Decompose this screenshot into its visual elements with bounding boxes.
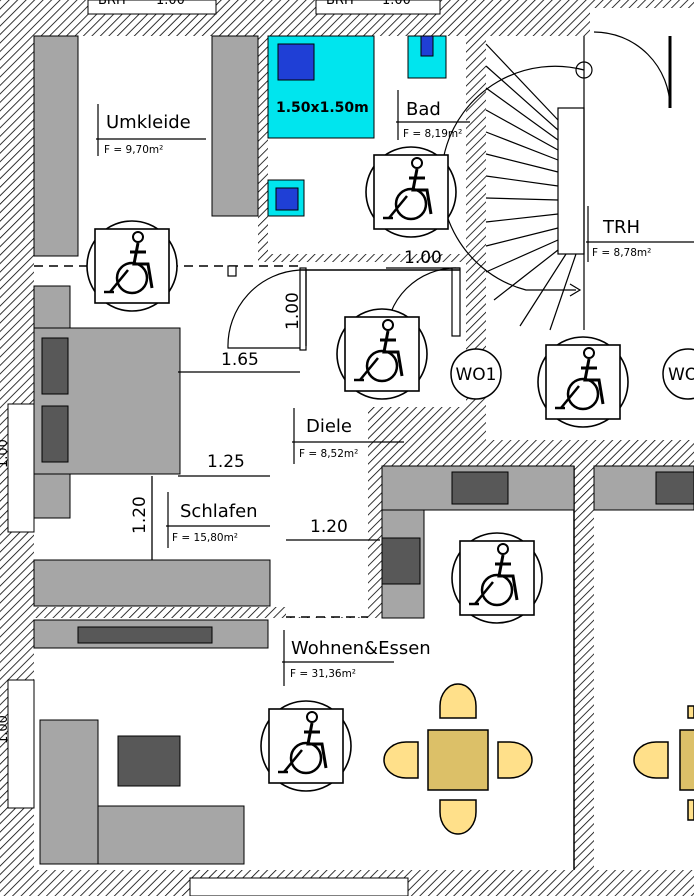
staircase [440, 31, 672, 331]
room-area: F = 8,78m² [592, 247, 651, 259]
room-name: Schlafen [180, 501, 258, 522]
room-area: F = 31,36m² [290, 668, 356, 680]
dining-table [383, 683, 533, 835]
dimension-clearance-2: 1.25 [207, 452, 245, 472]
room-trh: TRH F = 8,78m² [586, 206, 694, 262]
room-name: Umkleide [106, 112, 191, 133]
wo-label: WO [668, 365, 694, 385]
bathroom-fixtures [267, 35, 447, 217]
edge-label: 1.00 [0, 439, 11, 468]
dining-table-partial [633, 705, 694, 821]
wo1-marker: WO1 [450, 348, 502, 400]
wheelchair-accessibility-icon [85, 219, 179, 313]
wo-marker: WO [662, 348, 694, 400]
room-name: Diele [306, 416, 352, 437]
dimension-lines [151, 267, 460, 560]
room-bad: Bad F = 8,19m² [396, 90, 470, 140]
dimension-corridor-width: 1.00 [283, 292, 303, 330]
room-area: F = 8,19m² [403, 128, 462, 140]
wheelchair-accessibility-icon [536, 335, 630, 429]
turning-circle-label: 1.50x1.50m [276, 100, 369, 116]
room-name: TRH [602, 217, 640, 238]
room-name: Bad [406, 99, 441, 120]
room-schlafen: Schlafen F = 15,80m² [166, 492, 270, 548]
room-umkleide: Umkleide F = 9,70m² [96, 104, 206, 156]
dimension-clearance-4: 1.20 [310, 517, 348, 537]
dimension-clearance-1: 1.65 [221, 350, 259, 370]
room-area: F = 8,52m² [299, 448, 358, 460]
dimension-door-width: 1.00 [404, 248, 442, 268]
room-area: F = 9,70m² [104, 144, 163, 156]
edge-label: BRH [326, 0, 354, 8]
wheelchair-accessibility-icon [364, 145, 458, 239]
edge-label: BRH [98, 0, 126, 8]
wheelchair-accessibility-icon [450, 531, 544, 625]
wo-label: WO1 [455, 365, 496, 385]
furniture [33, 35, 694, 865]
wheelchair-accessibility-icon [259, 699, 353, 793]
edge-label: 1.00 [156, 0, 185, 8]
wheelchair-accessibility-icon [335, 307, 429, 401]
edge-label: 1.00 [382, 0, 411, 8]
dimension-clearance-3: 1.20 [130, 496, 150, 534]
room-area: F = 15,80m² [172, 532, 238, 544]
room-diele: Diele F = 8,52m² [292, 408, 404, 464]
room-name: Wohnen&Essen [291, 638, 431, 659]
edge-label: 1.00 [0, 715, 11, 744]
room-wohnen-essen: Wohnen&Essen F = 31,36m² [282, 630, 431, 686]
